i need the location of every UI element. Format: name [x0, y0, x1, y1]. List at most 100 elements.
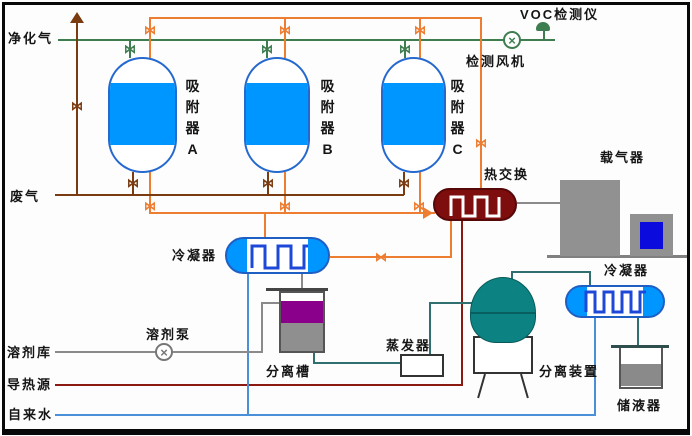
condenser2-inlet-drop [589, 271, 591, 287]
adsorber-c-label: 吸附器C [450, 78, 465, 157]
valve-icon: ⋈ [475, 136, 487, 150]
condenser2-to-receiver [637, 317, 639, 347]
waste-gas-stub-a [132, 172, 134, 195]
detect-fan-icon: × [503, 31, 521, 49]
tap-water-riser-left [247, 273, 249, 415]
valve-icon: ⋈ [262, 176, 274, 190]
adsorber-b-vessel [244, 57, 310, 173]
orange-right-riser [480, 19, 482, 189]
separator-unit-label: 分离装置 [539, 364, 600, 379]
adsorber-a-vessel [108, 57, 177, 173]
voc-sensor-stem-icon [543, 30, 545, 39]
valve-icon: ⋈ [144, 199, 156, 213]
tank-to-evaporator [313, 362, 402, 364]
waste-gas-riser [76, 20, 78, 196]
evaporator-to-separator [429, 302, 472, 304]
orange-condenser-drop [264, 214, 266, 238]
orange-condenser-outlet [330, 256, 452, 258]
separator-unit-level-line [471, 312, 535, 314]
adsorber-a-label: 吸附器A [185, 78, 200, 157]
adsorber-a-bed [110, 83, 175, 145]
orange-drop-a [149, 19, 151, 58]
orange-bottom-stub-c [419, 172, 421, 214]
tap-water-label: 自来水 [8, 407, 54, 422]
orange-drop-c [419, 19, 421, 58]
separator-unit-leg-left [477, 373, 486, 399]
separator-tank-body [279, 291, 325, 353]
hx-inlet-arrow-icon [423, 207, 433, 219]
receiver-label: 储液器 [617, 398, 663, 413]
heat-exchanger-body [433, 188, 517, 221]
separator-tank-solvent-layer [281, 301, 323, 323]
purified-gas-stub-a [129, 41, 131, 58]
solvent-to-tank [261, 302, 281, 304]
separator-tank-lid [266, 288, 328, 291]
tap-water-riser-right [594, 317, 596, 415]
voc-detector-label: VOC检测仪 [520, 7, 600, 22]
separator-tank-label: 分离槽 [266, 364, 312, 379]
heat-exchanger-coil-icon [449, 195, 501, 218]
evaporator-label: 蒸发器 [386, 338, 432, 353]
solvent-pump-icon: × [155, 343, 173, 361]
valve-icon: ⋈ [375, 250, 387, 264]
condenser-right-label: 冷凝器 [604, 263, 650, 278]
vent-arrow-up-icon [70, 12, 84, 23]
purified-gas-label: 净化气 [8, 31, 54, 46]
valve-icon: ⋈ [71, 99, 83, 113]
adsorber-b-label: 吸附器B [320, 78, 335, 157]
evaporator-riser [429, 302, 431, 357]
receiver-lid [611, 345, 669, 348]
carrier-base-line [547, 255, 687, 258]
separator-unit-leg-right [520, 373, 529, 399]
condenser-main-body [225, 237, 330, 274]
heat-source-label: 导热源 [7, 377, 53, 392]
orange-drop-b [284, 19, 286, 58]
purified-gas-stub-b [266, 41, 268, 58]
hx-to-carrier-line [517, 202, 561, 204]
orange-bottom-stub-b [284, 172, 286, 214]
tap-water-line [55, 414, 596, 416]
valve-icon: ⋈ [413, 199, 425, 213]
valve-icon: ⋈ [127, 176, 139, 190]
solvent-pump-label: 溶剂泵 [146, 327, 192, 342]
evaporator-body [400, 354, 444, 377]
tank-outlet-drop [313, 353, 315, 364]
receiver-liquid [621, 364, 661, 386]
valve-icon: ⋈ [144, 23, 156, 37]
detect-fan-label: 检测风机 [466, 54, 527, 69]
valve-icon: ⋈ [399, 42, 411, 56]
waste-gas-stub-c [403, 172, 405, 195]
carrier-gas-box [560, 180, 620, 256]
waste-gas-label: 废气 [10, 189, 41, 204]
orange-bottom-header [149, 212, 435, 214]
voc-sensor-icon [536, 22, 550, 31]
separator-unit-dome [470, 277, 536, 343]
valve-icon: ⋈ [398, 176, 410, 190]
solvent-store-label: 溶剂库 [7, 345, 53, 360]
valve-icon: ⋈ [124, 42, 136, 56]
waste-gas-stub-b [267, 172, 269, 195]
separator-to-condenser2 [511, 271, 591, 273]
carrier-gas-label: 载气器 [600, 150, 646, 165]
adsorber-b-bed [246, 83, 308, 145]
carrier-gas-small-box [630, 214, 673, 256]
orange-top-header [149, 17, 482, 19]
carrier-gas-window [640, 222, 663, 249]
heat-source-line [55, 384, 463, 386]
valve-icon: ⋈ [279, 23, 291, 37]
condenser-to-tank-line [301, 272, 303, 290]
heat-exchanger-label: 热交换 [484, 167, 530, 182]
receiver-body [619, 348, 663, 389]
purified-gas-line [58, 39, 555, 41]
adsorber-c-vessel [381, 57, 446, 173]
condenser-main-label: 冷凝器 [172, 248, 218, 263]
solvent-riser [261, 303, 263, 353]
valve-icon: ⋈ [279, 199, 291, 213]
separator-tank-water-layer [281, 323, 323, 351]
condenser-right-body [565, 285, 665, 318]
valve-icon: ⋈ [414, 23, 426, 37]
valve-icon: ⋈ [261, 42, 273, 56]
waste-gas-line [55, 194, 404, 196]
adsorber-c-bed [383, 83, 444, 145]
